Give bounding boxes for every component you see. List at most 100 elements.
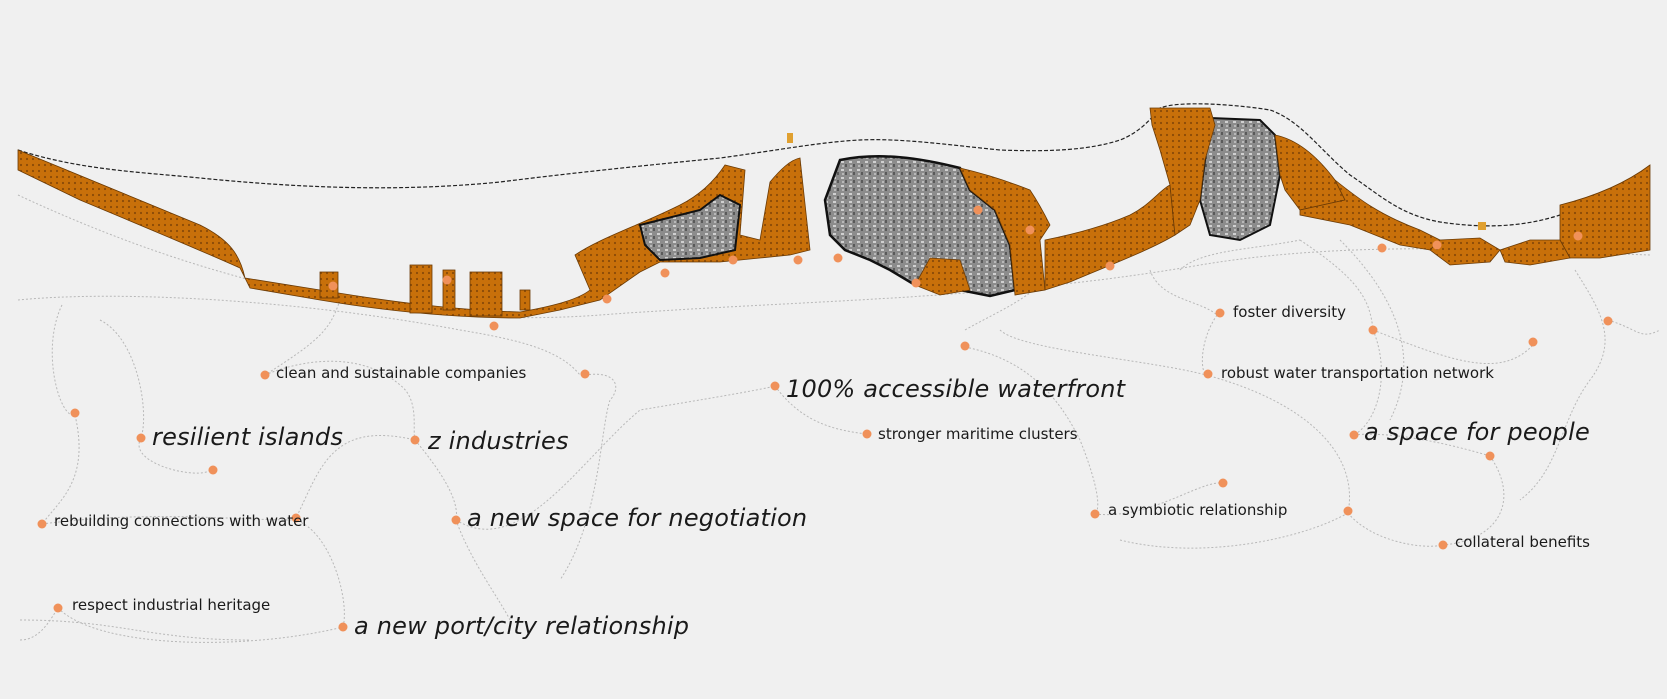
network-path xyxy=(1347,512,1444,547)
node-dot xyxy=(1343,506,1353,516)
label-symbiotic-relationship: a symbiotic relationship xyxy=(1108,501,1288,519)
network-path xyxy=(1442,455,1505,546)
waterfront-strip xyxy=(1299,179,1441,251)
node-dot xyxy=(1528,337,1538,347)
network-path xyxy=(1353,329,1382,436)
node-dot xyxy=(136,433,146,443)
network-path xyxy=(1339,239,1405,421)
node-dot xyxy=(580,369,590,379)
building-block xyxy=(409,264,433,314)
waterfront-strip xyxy=(1044,184,1176,291)
network-path xyxy=(964,264,1061,331)
network-path xyxy=(41,516,345,628)
label-foster-diversity: foster diversity xyxy=(1233,303,1347,321)
building-blocks xyxy=(319,264,531,317)
waterfront-strip xyxy=(17,149,811,319)
node-dot xyxy=(338,622,348,632)
network-path xyxy=(294,435,416,521)
network-path xyxy=(19,607,344,643)
node-dot xyxy=(451,515,461,525)
label-space-for-people: a space for people xyxy=(1364,418,1590,446)
waterfront-strip xyxy=(1149,107,1216,236)
node-dot xyxy=(728,255,738,265)
node-dot xyxy=(208,465,218,475)
network-path xyxy=(19,619,251,641)
network-path xyxy=(1353,433,1491,457)
node-dot xyxy=(1603,316,1613,326)
label-industrial-heritage: respect industrial heritage xyxy=(72,596,271,614)
label-clean-companies: clean and sustainable companies xyxy=(276,364,527,382)
node-dot xyxy=(960,341,970,351)
waterfront-strip xyxy=(1499,239,1571,266)
network-path xyxy=(1201,314,1218,376)
node-dot xyxy=(1438,540,1448,550)
node-dot xyxy=(1485,451,1495,461)
node-dot xyxy=(1218,478,1228,488)
waterfront-strip xyxy=(914,257,971,296)
node-dot xyxy=(1090,509,1100,519)
network-path xyxy=(774,385,868,435)
node-dot xyxy=(328,281,338,291)
pier-marker xyxy=(1478,222,1486,230)
label-negotiation-space: a new space for negotiation xyxy=(467,504,808,532)
network-path xyxy=(1372,329,1534,365)
network-path xyxy=(264,360,416,441)
network-path xyxy=(1094,482,1224,516)
network-path xyxy=(999,329,1207,376)
label-collateral-benefits: collateral benefits xyxy=(1455,533,1590,551)
node-dot xyxy=(833,253,843,263)
network-path xyxy=(1179,239,1301,271)
node-dot xyxy=(1368,325,1378,335)
label-port-city-relationship: a new port/city relationship xyxy=(354,612,690,640)
node-dot xyxy=(602,294,612,304)
node-dot xyxy=(442,275,452,285)
node-dot xyxy=(911,278,921,288)
node-dot xyxy=(1105,261,1115,271)
network-path xyxy=(264,299,341,376)
node-dot xyxy=(37,519,47,529)
label-rebuilding-connections: rebuilding connections with water xyxy=(54,512,309,530)
node-dot xyxy=(53,603,63,613)
label-maritime-clusters: stronger maritime clusters xyxy=(878,425,1078,443)
network-path xyxy=(1149,269,1218,316)
building-block xyxy=(469,271,503,317)
waterfront-strip xyxy=(959,167,1051,296)
network-path xyxy=(1607,319,1661,335)
node-dot xyxy=(1349,430,1359,440)
node-dot xyxy=(973,205,983,215)
node-dot xyxy=(291,513,301,523)
label-z-industries: z industries xyxy=(428,427,569,455)
network-paths xyxy=(17,194,1661,643)
network-path xyxy=(1299,239,1374,331)
label-water-transport: robust water transportation network xyxy=(1221,364,1494,382)
building-block xyxy=(519,289,531,311)
waterfront-strip xyxy=(1559,164,1651,259)
label-accessible-waterfront: 100% accessible waterfront xyxy=(786,375,1126,403)
node-dot xyxy=(1025,225,1035,235)
node-dot xyxy=(260,370,270,380)
node-dot xyxy=(660,268,670,278)
coastline xyxy=(17,103,1651,227)
waterfront-strip xyxy=(1274,134,1346,211)
node-dot xyxy=(489,321,499,331)
waterfront-strip xyxy=(1429,237,1501,266)
node-dot xyxy=(1203,369,1213,379)
node-dots xyxy=(37,205,1613,632)
network-path xyxy=(559,373,617,581)
network-path xyxy=(1205,374,1350,514)
node-dot xyxy=(410,435,420,445)
pier-marker xyxy=(787,133,793,143)
node-dot xyxy=(1215,308,1225,318)
network-path xyxy=(455,385,776,530)
node-dot xyxy=(1377,243,1387,253)
node-dot xyxy=(1573,231,1583,241)
node-dot xyxy=(70,408,80,418)
node-dot xyxy=(862,429,872,439)
node-dot xyxy=(770,381,780,391)
label-resilient-islands: resilient islands xyxy=(152,423,344,451)
industrial-area xyxy=(638,193,742,262)
network-path xyxy=(1519,269,1606,501)
node-dot xyxy=(1432,240,1442,250)
